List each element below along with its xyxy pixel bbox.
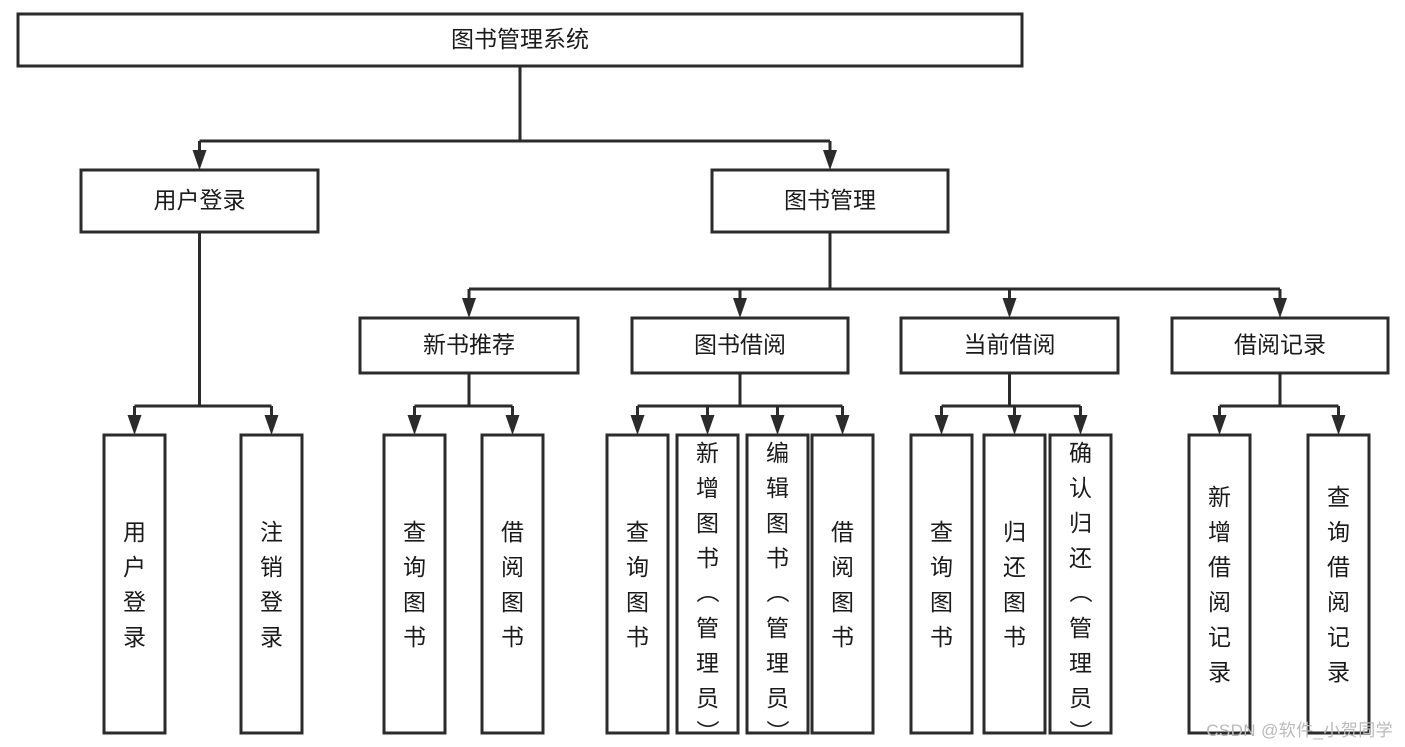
node-layer: 图书管理系统用户登录图书管理新书推荐图书借阅当前借阅借阅记录用户登录注销登录查询… <box>16 12 1390 746</box>
node-label-leaf-borrow-book-rec: 借阅图书 <box>501 519 524 650</box>
node-box-root <box>16 12 1024 68</box>
arrow-head-leaf-user-login <box>127 415 142 435</box>
arrow-head-leaf-edit-book-admin <box>770 415 785 435</box>
node-label-book-manage: 图书管理 <box>784 187 876 213</box>
arrow-head-user-login <box>192 150 207 170</box>
node-root[interactable]: 图书管理系统 <box>16 12 1024 68</box>
arrow-head-leaf-query-book-current <box>934 415 949 435</box>
node-label-leaf-user-logout: 注销登录 <box>260 519 283 650</box>
node-label-root: 图书管理系统 <box>451 26 589 52</box>
node-box-leaf-borrow-book <box>810 433 875 735</box>
node-label-leaf-borrow-book: 借阅图书 <box>831 519 854 650</box>
node-label-borrow-record: 借阅记录 <box>1234 332 1326 358</box>
arrow-head-leaf-query-book-rec <box>407 415 422 435</box>
arrow-head-leaf-add-borrow-record <box>1212 415 1227 435</box>
csdn-watermark: CSDN @软件_小贺同学 <box>1206 721 1393 740</box>
node-label-leaf-query-borrow-record: 查询借阅记录 <box>1327 484 1350 685</box>
arrow-head-leaf-query-borrow-record <box>1331 415 1346 435</box>
arrow-head-leaf-query-book-borrow <box>630 415 645 435</box>
node-box-borrow-record <box>1170 316 1390 375</box>
arrow-head-new-book-recommend <box>462 298 476 318</box>
arrow-head-leaf-borrow-book <box>835 415 850 435</box>
node-box-leaf-add-borrow-record <box>1187 433 1252 735</box>
node-leaf-return-book[interactable]: 归还图书 <box>982 433 1047 735</box>
node-label-user-login: 用户登录 <box>154 187 246 213</box>
node-box-leaf-query-borrow-record <box>1306 433 1371 735</box>
node-leaf-query-book-rec[interactable]: 查询图书 <box>382 433 447 735</box>
node-label-leaf-confirm-return-admin: 确认归还（管理员） <box>1069 440 1093 746</box>
node-leaf-query-book-borrow[interactable]: 查询图书 <box>605 433 670 735</box>
arrow-head-leaf-add-book-admin <box>700 415 715 435</box>
node-borrow-record[interactable]: 借阅记录 <box>1170 316 1390 375</box>
node-box-user-login <box>79 168 320 234</box>
node-box-leaf-user-logout <box>239 433 304 735</box>
node-label-leaf-edit-book-admin: 编辑图书（管理员） <box>766 440 790 746</box>
node-leaf-borrow-book-rec[interactable]: 借阅图书 <box>480 433 545 735</box>
arrow-head-leaf-user-logout <box>264 415 279 435</box>
node-label-book-borrow: 图书借阅 <box>694 332 786 358</box>
node-new-book-recommend[interactable]: 新书推荐 <box>358 316 580 375</box>
node-box-current-borrow <box>899 316 1120 375</box>
node-box-leaf-query-book-borrow <box>605 433 670 735</box>
node-box-leaf-edit-book-admin <box>745 433 810 735</box>
node-box-book-manage <box>710 168 950 234</box>
connector-layer <box>127 66 1346 435</box>
node-user-login[interactable]: 用户登录 <box>79 168 320 234</box>
node-leaf-query-book-current[interactable]: 查询图书 <box>909 433 974 735</box>
node-label-current-borrow: 当前借阅 <box>964 332 1056 358</box>
arrow-head-book-manage <box>823 150 837 170</box>
node-box-new-book-recommend <box>358 316 580 375</box>
node-box-leaf-borrow-book-rec <box>480 433 545 735</box>
node-box-leaf-return-book <box>982 433 1047 735</box>
node-box-leaf-query-book-rec <box>382 433 447 735</box>
node-label-leaf-return-book: 归还图书 <box>1003 519 1026 650</box>
node-label-leaf-add-borrow-record: 新增借阅记录 <box>1208 484 1231 685</box>
node-box-leaf-confirm-return-admin <box>1048 433 1113 735</box>
node-leaf-query-borrow-record[interactable]: 查询借阅记录 <box>1306 433 1371 735</box>
node-current-borrow[interactable]: 当前借阅 <box>899 316 1120 375</box>
arrow-head-current-borrow <box>1002 298 1017 318</box>
arrow-head-borrow-record <box>1273 298 1287 318</box>
node-leaf-add-borrow-record[interactable]: 新增借阅记录 <box>1187 433 1252 735</box>
node-leaf-borrow-book[interactable]: 借阅图书 <box>810 433 875 735</box>
node-box-book-borrow <box>630 316 850 375</box>
node-leaf-user-login[interactable]: 用户登录 <box>102 433 167 735</box>
node-leaf-confirm-return-admin[interactable]: 确认归还（管理员） <box>1048 433 1113 746</box>
node-book-manage[interactable]: 图书管理 <box>710 168 950 234</box>
node-box-leaf-query-book-current <box>909 433 974 735</box>
node-label-leaf-query-book-current: 查询图书 <box>930 519 953 650</box>
node-label-leaf-add-book-admin: 新增图书（管理员） <box>696 440 720 746</box>
node-leaf-edit-book-admin[interactable]: 编辑图书（管理员） <box>745 433 810 746</box>
node-leaf-add-book-admin[interactable]: 新增图书（管理员） <box>675 433 740 746</box>
node-label-leaf-query-book-borrow: 查询图书 <box>626 519 649 650</box>
node-label-new-book-recommend: 新书推荐 <box>423 332 515 358</box>
node-box-leaf-add-book-admin <box>675 433 740 735</box>
arrow-head-leaf-borrow-book-rec <box>505 415 520 435</box>
node-box-leaf-user-login <box>102 433 167 735</box>
node-label-leaf-query-book-rec: 查询图书 <box>403 519 426 650</box>
node-label-leaf-user-login: 用户登录 <box>123 519 146 650</box>
arrow-head-book-borrow <box>733 298 747 318</box>
arrow-head-leaf-return-book <box>1007 415 1022 435</box>
node-leaf-user-logout[interactable]: 注销登录 <box>239 433 304 735</box>
node-book-borrow[interactable]: 图书借阅 <box>630 316 850 375</box>
arrow-head-leaf-confirm-return-admin <box>1073 415 1088 435</box>
